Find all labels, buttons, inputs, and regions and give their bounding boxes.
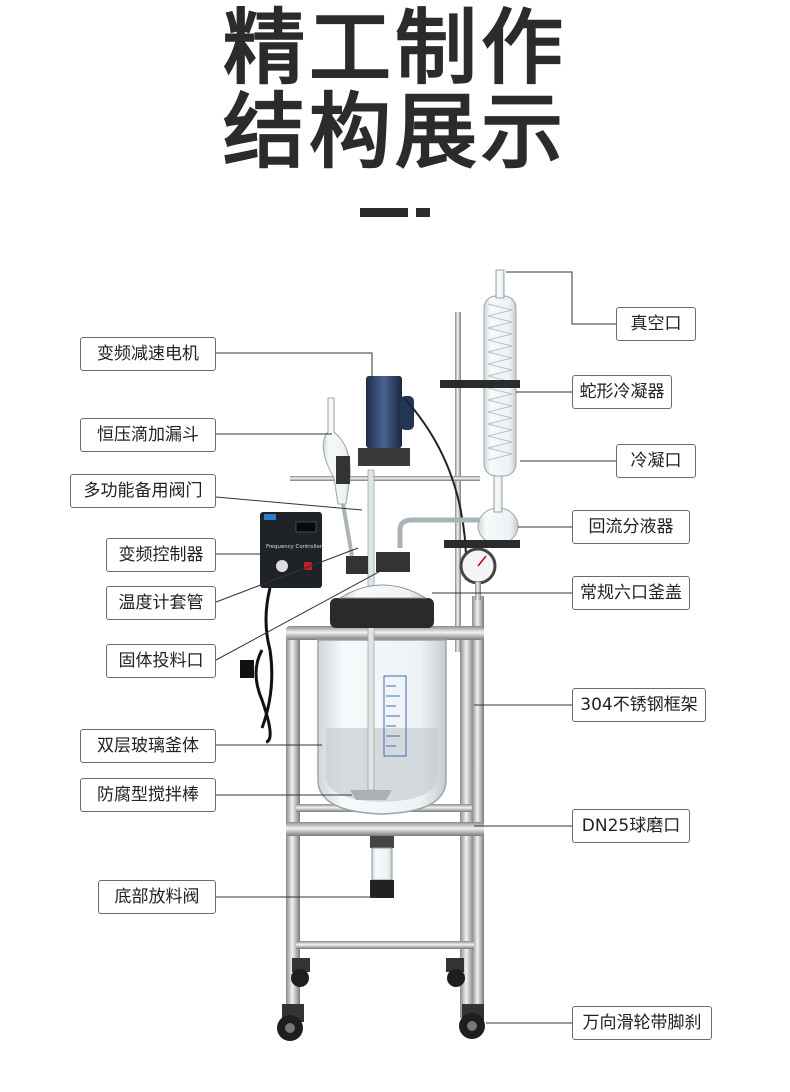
label-dropping-funnel: 恒压滴加漏斗 [80,418,216,452]
frame-upright-right-back [472,596,484,1016]
controller-knob [276,560,288,572]
label-vacuum-port: 真空口 [616,307,696,341]
label-thermometer-sleeve: 温度计套管 [106,586,216,620]
vacuum-port-tube [495,269,505,299]
dropping-funnel [322,397,351,505]
label-casters: 万向滑轮带脚刹 [572,1006,712,1040]
title-line-1: 精工制作 [222,1,567,96]
frame-low-bar [296,941,474,949]
stirrer-rod [367,469,375,791]
label-vessel: 双层玻璃釜体 [80,729,216,763]
liquid [326,728,438,802]
label-steel-frame: 304不锈钢框架 [572,688,706,722]
frame-mid-ring [286,822,484,836]
funnel-stem [341,503,354,557]
label-drain-valve: 底部放料阀 [98,880,216,914]
volume-scale [383,675,407,757]
label-condensate-port: 冷凝口 [616,444,696,478]
gauge-stem [475,582,481,600]
label-stirrer: 防腐型搅拌棒 [80,778,216,812]
gauge-clamp [444,540,520,548]
label-reflux-separator: 回流分液器 [572,510,690,544]
drain-valve-handle [370,880,394,898]
controller-logo [264,514,276,520]
scale-ticks [386,685,400,747]
caster-left [277,1004,304,1041]
label-controller: 变频控制器 [106,538,216,572]
label-coil-condenser: 蛇形冷凝器 [572,375,672,409]
lid-clamp [376,552,410,572]
power-cord [260,587,274,729]
power-plug [240,660,254,678]
label-spare-valve: 多功能备用阀门 [70,474,216,508]
label-dn25-port: DN25球磨口 [572,809,690,843]
title-divider [360,208,408,217]
caster-back-left [291,958,310,987]
drain-flange [370,836,394,848]
controller-switch [304,562,312,570]
caster-back-right [446,958,465,987]
gauge-needle [477,555,487,567]
stirrer-blade [350,790,392,800]
condenser-clamp [440,380,520,388]
frame-top-ring [286,626,484,640]
leader-lines [215,271,616,1024]
reflux-tube [397,517,480,548]
label-six-port-lid: 常规六口釜盖 [572,576,690,610]
caster-right [459,1004,485,1039]
motor-mount [358,448,410,466]
controller-display [295,521,317,533]
reflux-separator [477,507,519,545]
power-cord-loop [254,649,272,744]
title-line-2: 结构展示 [222,85,567,180]
motor-body [366,376,402,448]
label-solid-feed-port: 固体投料口 [106,644,216,678]
vessel-lid [338,584,428,599]
controller-caption: Frequency Controller [266,544,323,550]
label-motor: 变频减速电机 [80,337,216,371]
funnel-valve [336,456,350,484]
drain-valve-body [371,847,393,881]
support-rod [455,312,461,652]
vessel-lid-ring [330,598,434,628]
cross-bar [290,476,480,481]
lid-port-clamp [346,556,368,574]
reflux-neck [493,475,503,513]
title-divider-dot [416,208,430,217]
